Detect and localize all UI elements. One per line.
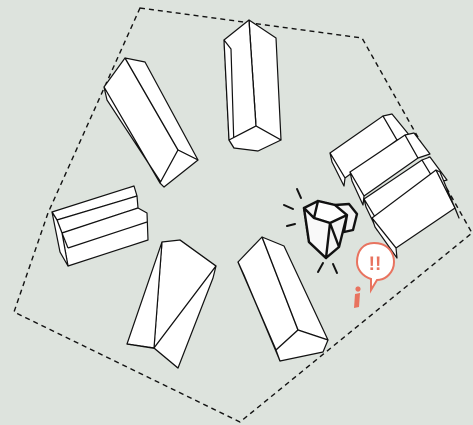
exclamation-speech-bubble-icon[interactable]: !!: [355, 241, 396, 294]
site-boundary: [13, 7, 473, 423]
building-north: [223, 19, 282, 152]
building-east-cluster: [329, 113, 460, 259]
building-southwest: [126, 239, 217, 369]
alert-bubble-text: !!: [369, 254, 382, 275]
building-south: [237, 236, 329, 362]
person-icon: [354, 286, 361, 308]
alert-highlight-lines: [283, 188, 338, 274]
building-northwest: [103, 57, 199, 188]
building-west: [51, 185, 149, 267]
building-highlighted[interactable]: [302, 199, 359, 260]
